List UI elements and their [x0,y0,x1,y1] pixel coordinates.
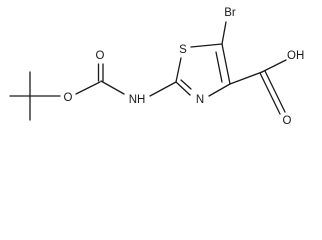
bond-n-c2-b [180,79,192,90]
acid-carbonyl-oxygen-label: O [283,115,292,127]
bond-c5-br [221,21,227,45]
chemical-structure: Br S N NH O O O OH [9,7,304,127]
bromine-label: Br [224,7,236,19]
bond-c5-c4-b [215,51,223,83]
ring-nitrogen-label: N [196,94,204,106]
bond-carboxyl-to-oh [261,59,287,73]
substituents [221,21,287,115]
hydroxyl-label: OH [287,50,304,62]
bond-c2-s [175,57,182,83]
bond-carbonyl-to-amide-n [100,80,125,95]
bond-acid-double-b [264,70,286,113]
boc-carbamate [75,63,177,97]
bond-amide-n-to-ring [149,81,177,97]
bond-n-c2-a [175,81,191,96]
bond-ester-oxygen-to-carbonyl [75,81,101,95]
bond-acid-double-a [259,72,281,115]
bond-c5-c4-a [221,43,231,85]
bond-c4-carboxyl-carbon [229,71,263,85]
ester-oxygen-label: O [64,92,73,104]
sulfur-label: S [179,44,187,56]
boc-carbonyl-oxygen-label: O [96,50,105,62]
tert-butyl-group [9,71,61,121]
bond-c4-n [208,83,231,97]
amide-nh-label: NH [129,94,146,106]
thiazole-ring [175,43,231,97]
bond-s-c5 [190,43,223,48]
